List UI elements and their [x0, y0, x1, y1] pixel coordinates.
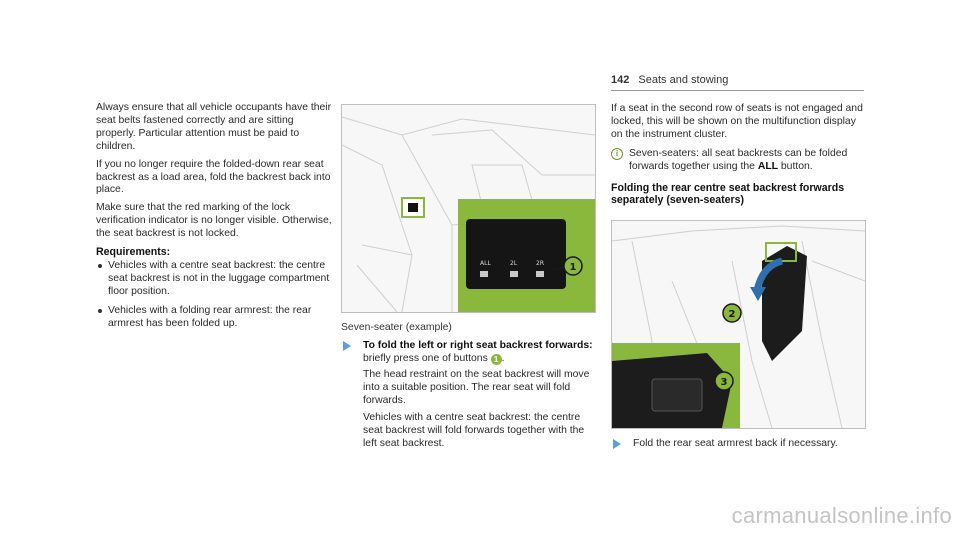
- paragraph: Make sure that the red marking of the lo…: [96, 202, 332, 240]
- button-icon: [408, 203, 418, 212]
- bullet-icon: [98, 263, 102, 268]
- svg-text:1: 1: [570, 262, 577, 273]
- svg-text:3: 3: [721, 377, 728, 388]
- paragraph: The head restraint on the seat backrest …: [363, 368, 590, 406]
- paragraph: If you no longer require the folded-down…: [96, 158, 331, 196]
- list-item: Vehicles with a folding rear armrest: th…: [96, 305, 332, 331]
- callout-1-badge: 1: [490, 353, 502, 365]
- callout-1: [563, 256, 583, 276]
- column-1: Always ensure that all vehicle occupants…: [96, 102, 332, 337]
- watermark: carmanualsonline.info: [731, 503, 952, 528]
- paragraph: If a seat in the second row of seats is …: [611, 103, 863, 140]
- figure-caption: Seven-seater (example): [341, 322, 452, 333]
- callout-2: [722, 303, 742, 323]
- instruction-step: Fold the rear seat armrest back if neces…: [611, 438, 864, 451]
- figure-armrest: 2 3: [611, 220, 866, 429]
- rear-seat-illustration: 2 3: [612, 225, 865, 428]
- figure-seat-buttons: ALL 2L 2R 1: [341, 104, 596, 313]
- section-heading: Folding the rear centre seat backrest fo…: [611, 181, 845, 207]
- column-3: If a seat in the second row of seats is …: [611, 103, 864, 208]
- button-label-2l: 2L: [510, 260, 518, 267]
- svg-text:2: 2: [729, 309, 736, 320]
- seat-icon: [536, 271, 544, 277]
- header-rule: [611, 90, 864, 91]
- bullet-icon: [98, 308, 102, 313]
- seat-icon: [480, 271, 488, 277]
- column-2: Seven-seater (example) To fold the left …: [341, 322, 594, 456]
- page-header: 142 Seats and stowing: [611, 74, 728, 86]
- seat-icon: [510, 271, 518, 277]
- step-arrow-icon: [343, 340, 351, 351]
- button-label-2r: 2R: [536, 260, 544, 267]
- paragraph: Always ensure that all vehicle occupants…: [96, 102, 332, 152]
- callout-3: [714, 371, 734, 391]
- page-number: 142: [611, 74, 630, 86]
- section-title: Seats and stowing: [638, 74, 729, 86]
- button-label-all: ALL: [480, 260, 491, 267]
- info-icon: i: [611, 147, 623, 160]
- armrest: [762, 246, 807, 361]
- step-arrow-icon: [613, 439, 621, 449]
- instruction-step: To fold the left or right seat backrest …: [341, 340, 594, 451]
- requirements-list: Vehicles with a centre seat backrest: th…: [96, 260, 332, 331]
- vehicle-interior-illustration: ALL 2L 2R 1: [342, 116, 595, 312]
- info-note: i Seven-seaters: all seat backrests can …: [611, 147, 864, 174]
- list-item: Vehicles with a centre seat backrest: th…: [96, 260, 332, 299]
- step-heading: To fold the left or right seat backrest …: [363, 339, 593, 351]
- paragraph: Vehicles with a centre seat backrest: th…: [363, 412, 585, 450]
- button-panel: [466, 219, 566, 289]
- column-3-step: Fold the rear seat armrest back if neces…: [611, 438, 864, 451]
- requirements-heading: Requirements:: [96, 246, 171, 259]
